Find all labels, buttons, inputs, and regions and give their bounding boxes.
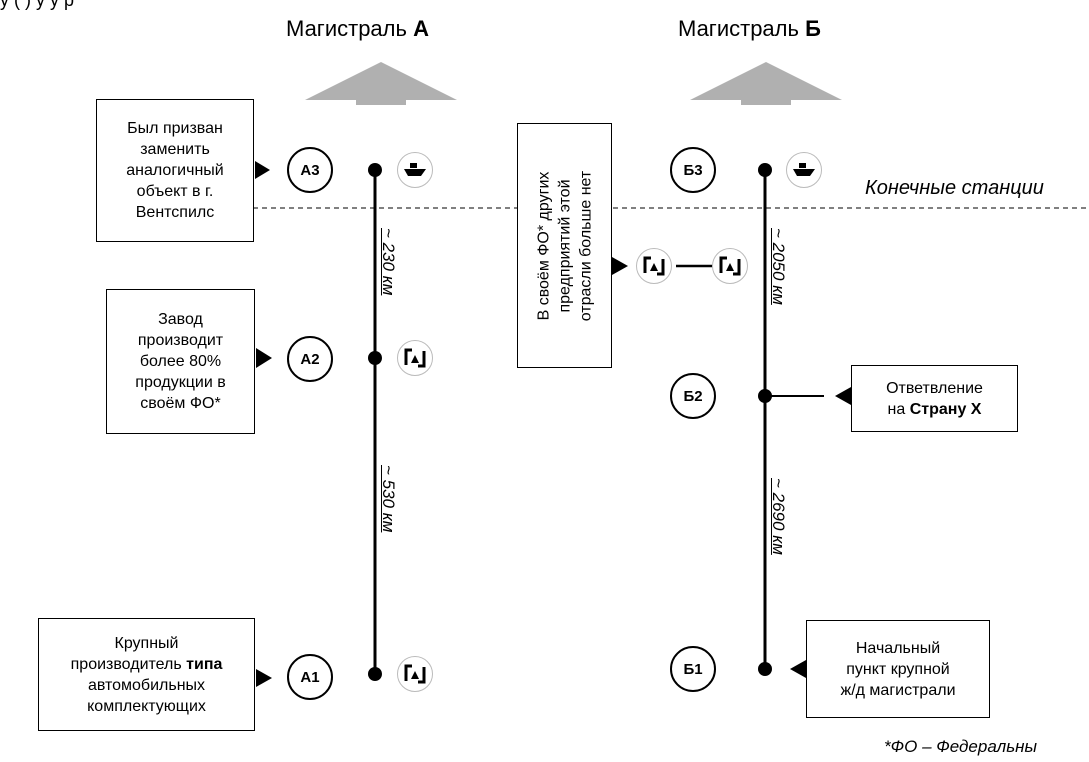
- pointer-a1: [256, 669, 272, 687]
- note-a1-line: автомобильных: [87, 676, 206, 694]
- note-b1-line: Начальный: [855, 639, 941, 657]
- distance-b-upper: ~ 2050 км: [769, 228, 788, 305]
- distance-a-lower: ~ 530 км: [379, 465, 398, 533]
- note-middle: В своём ФО* других предприятий этой отра…: [517, 123, 612, 368]
- distance-a-upper: ~ 230 км: [379, 228, 398, 296]
- pointer-b1: [790, 660, 806, 678]
- node-b2: Б2: [670, 373, 716, 419]
- note-a3-line: Был призван: [127, 120, 223, 137]
- note-b2-line: Ответвление: [886, 379, 983, 397]
- note-b1-line: пункт крупной: [846, 660, 950, 678]
- node-b1: Б1: [670, 646, 716, 692]
- note-b2: Ответвление на Страну Х: [851, 365, 1018, 432]
- distance-b-lower: ~ 2690 км: [769, 478, 788, 555]
- note-b2-bold: Страну Х: [909, 400, 982, 418]
- node-b3: Б3: [670, 147, 716, 193]
- note-b1-line: ж/д магистрали: [840, 681, 956, 699]
- title-a-prefix: Магистраль: [286, 16, 414, 41]
- note-a2-line: производит: [137, 332, 224, 349]
- note-middle-line: предприятий этой: [556, 178, 573, 313]
- note-a1-line: комплектующих: [87, 697, 206, 715]
- factory-icon: [712, 248, 748, 284]
- pointer-b2: [835, 387, 851, 405]
- title-magistral-a: Магистраль А: [286, 16, 429, 42]
- note-a3-line: объект в г.: [136, 183, 214, 200]
- note-a1-line: Крупный: [114, 634, 179, 652]
- node-a3: А3: [287, 147, 333, 193]
- note-middle-line: В своём ФО* других: [535, 171, 552, 320]
- note-a3-line: аналогичный: [126, 162, 224, 179]
- dot-b3: [758, 163, 772, 177]
- note-a2-line: Завод: [158, 311, 203, 328]
- note-a3-line: Вентспилс: [135, 204, 215, 221]
- note-b1: Начальный пункт крупной ж/д магистрали: [806, 620, 990, 718]
- footnote: *ФО – Федеральны: [884, 737, 1037, 756]
- title-magistral-b: Магистраль Б: [678, 16, 821, 42]
- up-arrow-b: [690, 62, 842, 105]
- note-a2-line: своём ФО*: [140, 395, 221, 412]
- note-middle-line: отрасли больше нет: [577, 170, 594, 321]
- note-a1: Крупный производитель типа автомобильных…: [38, 618, 255, 731]
- dot-b1: [758, 662, 772, 676]
- dot-a1: [368, 667, 382, 681]
- title-b-prefix: Магистраль: [678, 16, 806, 41]
- title-a-letter: А: [413, 16, 429, 41]
- factory-icon: [397, 340, 433, 376]
- note-a3: Был призван заменить аналогичный объект …: [96, 99, 254, 242]
- note-a1-bold: типа: [186, 655, 223, 673]
- note-a2-line: продукции в: [135, 374, 226, 391]
- note-a2: Завод производит более 80% продукции в с…: [106, 289, 255, 434]
- ship-icon: [786, 152, 822, 188]
- note-b2-line: на Страну Х: [852, 399, 1017, 420]
- title-b-letter: Б: [805, 16, 821, 41]
- note-a2-line: более 80%: [139, 353, 222, 370]
- ship-icon: [397, 152, 433, 188]
- pointer-middle: [612, 257, 628, 275]
- note-a3-line: заменить: [140, 141, 210, 158]
- note-a1-line: производитель типа: [39, 654, 254, 675]
- pointer-a3: [255, 161, 270, 179]
- top-cutoff-text: у ( ) у у р: [0, 0, 75, 10]
- note-middle-rotated: В своём ФО* других предприятий этой отра…: [533, 130, 596, 362]
- factory-icon: [397, 656, 433, 692]
- node-a1: А1: [287, 654, 333, 700]
- dot-a2: [368, 351, 382, 365]
- up-arrow-a: [305, 62, 457, 105]
- pointer-a2: [256, 348, 272, 368]
- note-a1-text: производитель: [70, 655, 187, 673]
- dot-a3: [368, 163, 382, 177]
- end-stations-label: Конечные станции: [865, 177, 1044, 199]
- factory-icon: [636, 248, 672, 284]
- note-b2-text: на: [887, 400, 910, 418]
- node-a2: А2: [287, 336, 333, 382]
